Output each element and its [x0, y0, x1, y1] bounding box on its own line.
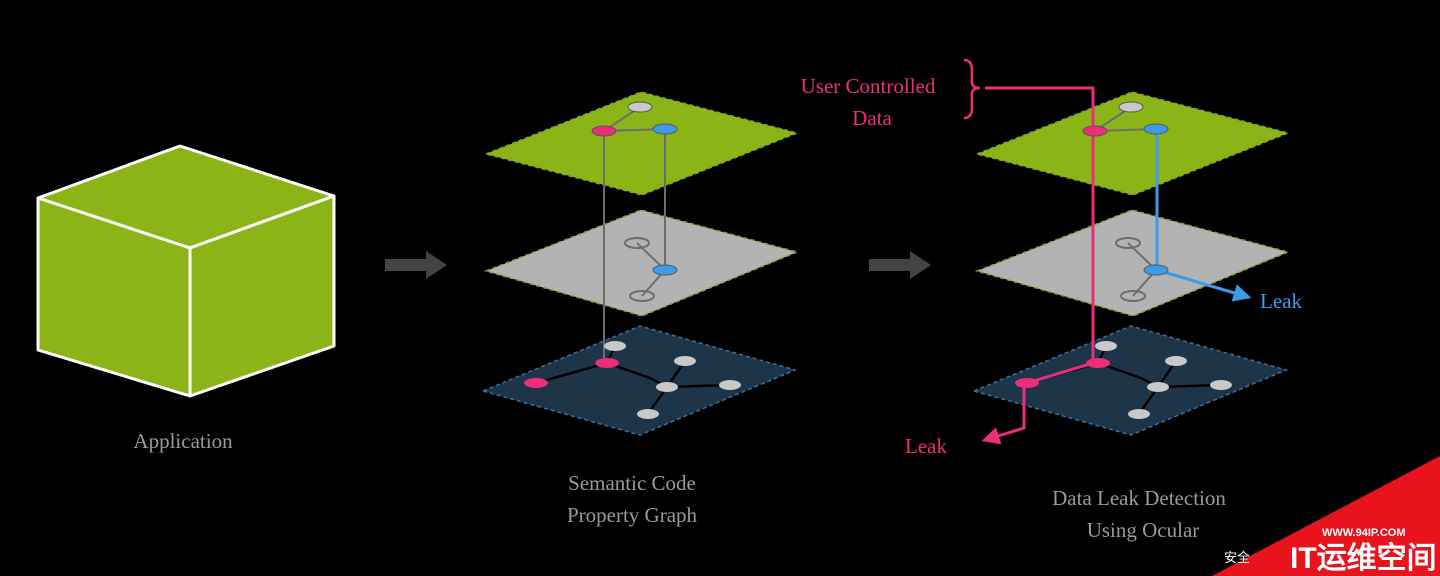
- arrow-right-icon: [385, 251, 447, 279]
- graph-node: [604, 341, 626, 351]
- graph-node: [1118, 101, 1144, 113]
- leak-label-pink: Leak: [905, 434, 947, 458]
- graph-node: [1210, 380, 1232, 390]
- user-controlled-label-line2: Data: [852, 106, 892, 130]
- watermark-banner: [1212, 456, 1440, 576]
- green-layer: [483, 91, 800, 196]
- watermark: WWW.94IP.COM IT运维空间 安全: [1212, 456, 1440, 576]
- application-cube: [36, 144, 336, 398]
- graph-node: [629, 290, 655, 302]
- graph-node-blue: [652, 123, 678, 135]
- scpg-caption-line1: Semantic Code: [568, 471, 696, 495]
- graph-node: [637, 409, 659, 419]
- graph-node: [719, 380, 741, 390]
- graph-node: [656, 382, 678, 392]
- gray-layer: [974, 209, 1291, 317]
- graph-node: [1095, 341, 1117, 351]
- graph-node-blue: [1143, 264, 1169, 276]
- arrow-right-icon: [869, 251, 931, 279]
- green-layer: [974, 91, 1291, 196]
- graph-node-pink: [595, 358, 619, 368]
- graph-node-pink: [591, 125, 617, 137]
- graph-node-pink: [1015, 378, 1039, 388]
- leak-label-blue: Leak: [1260, 289, 1302, 313]
- curly-brace-icon: [963, 58, 981, 120]
- scpg-stack: [480, 91, 800, 436]
- graph-node-pink: [524, 378, 548, 388]
- watermark-brand: IT运维空间: [1290, 542, 1437, 575]
- graph-node: [674, 356, 696, 366]
- application-caption: Application: [133, 429, 233, 453]
- pink-leak-path: [981, 384, 1026, 445]
- graph-node-pink: [1082, 125, 1108, 137]
- graph-node: [624, 237, 650, 249]
- user-controlled-label-line1: User Controlled: [801, 74, 936, 98]
- graph-node-blue: [1143, 123, 1169, 135]
- blue-leak-path: [1156, 268, 1252, 302]
- detection-caption-line1: Data Leak Detection: [1052, 486, 1226, 510]
- graph-node: [1165, 356, 1187, 366]
- graph-node: [1120, 290, 1146, 302]
- graph-node-blue: [652, 264, 678, 276]
- cube-right-face: [188, 194, 336, 398]
- navy-layer: [971, 325, 1289, 436]
- graph-node: [1128, 409, 1150, 419]
- watermark-url: WWW.94IP.COM: [1322, 527, 1406, 539]
- graph-node: [627, 101, 653, 113]
- detection-stack: [971, 86, 1291, 445]
- pink-flow-path: [985, 86, 1095, 385]
- navy-layer: [480, 325, 798, 436]
- gray-layer: [483, 209, 800, 317]
- detection-caption-line2: Using Ocular: [1087, 518, 1200, 542]
- watermark-small: 安全: [1224, 550, 1250, 565]
- graph-node: [1115, 237, 1141, 249]
- graph-node-pink: [1086, 358, 1110, 368]
- scpg-caption-line2: Property Graph: [567, 503, 698, 527]
- graph-node: [1147, 382, 1169, 392]
